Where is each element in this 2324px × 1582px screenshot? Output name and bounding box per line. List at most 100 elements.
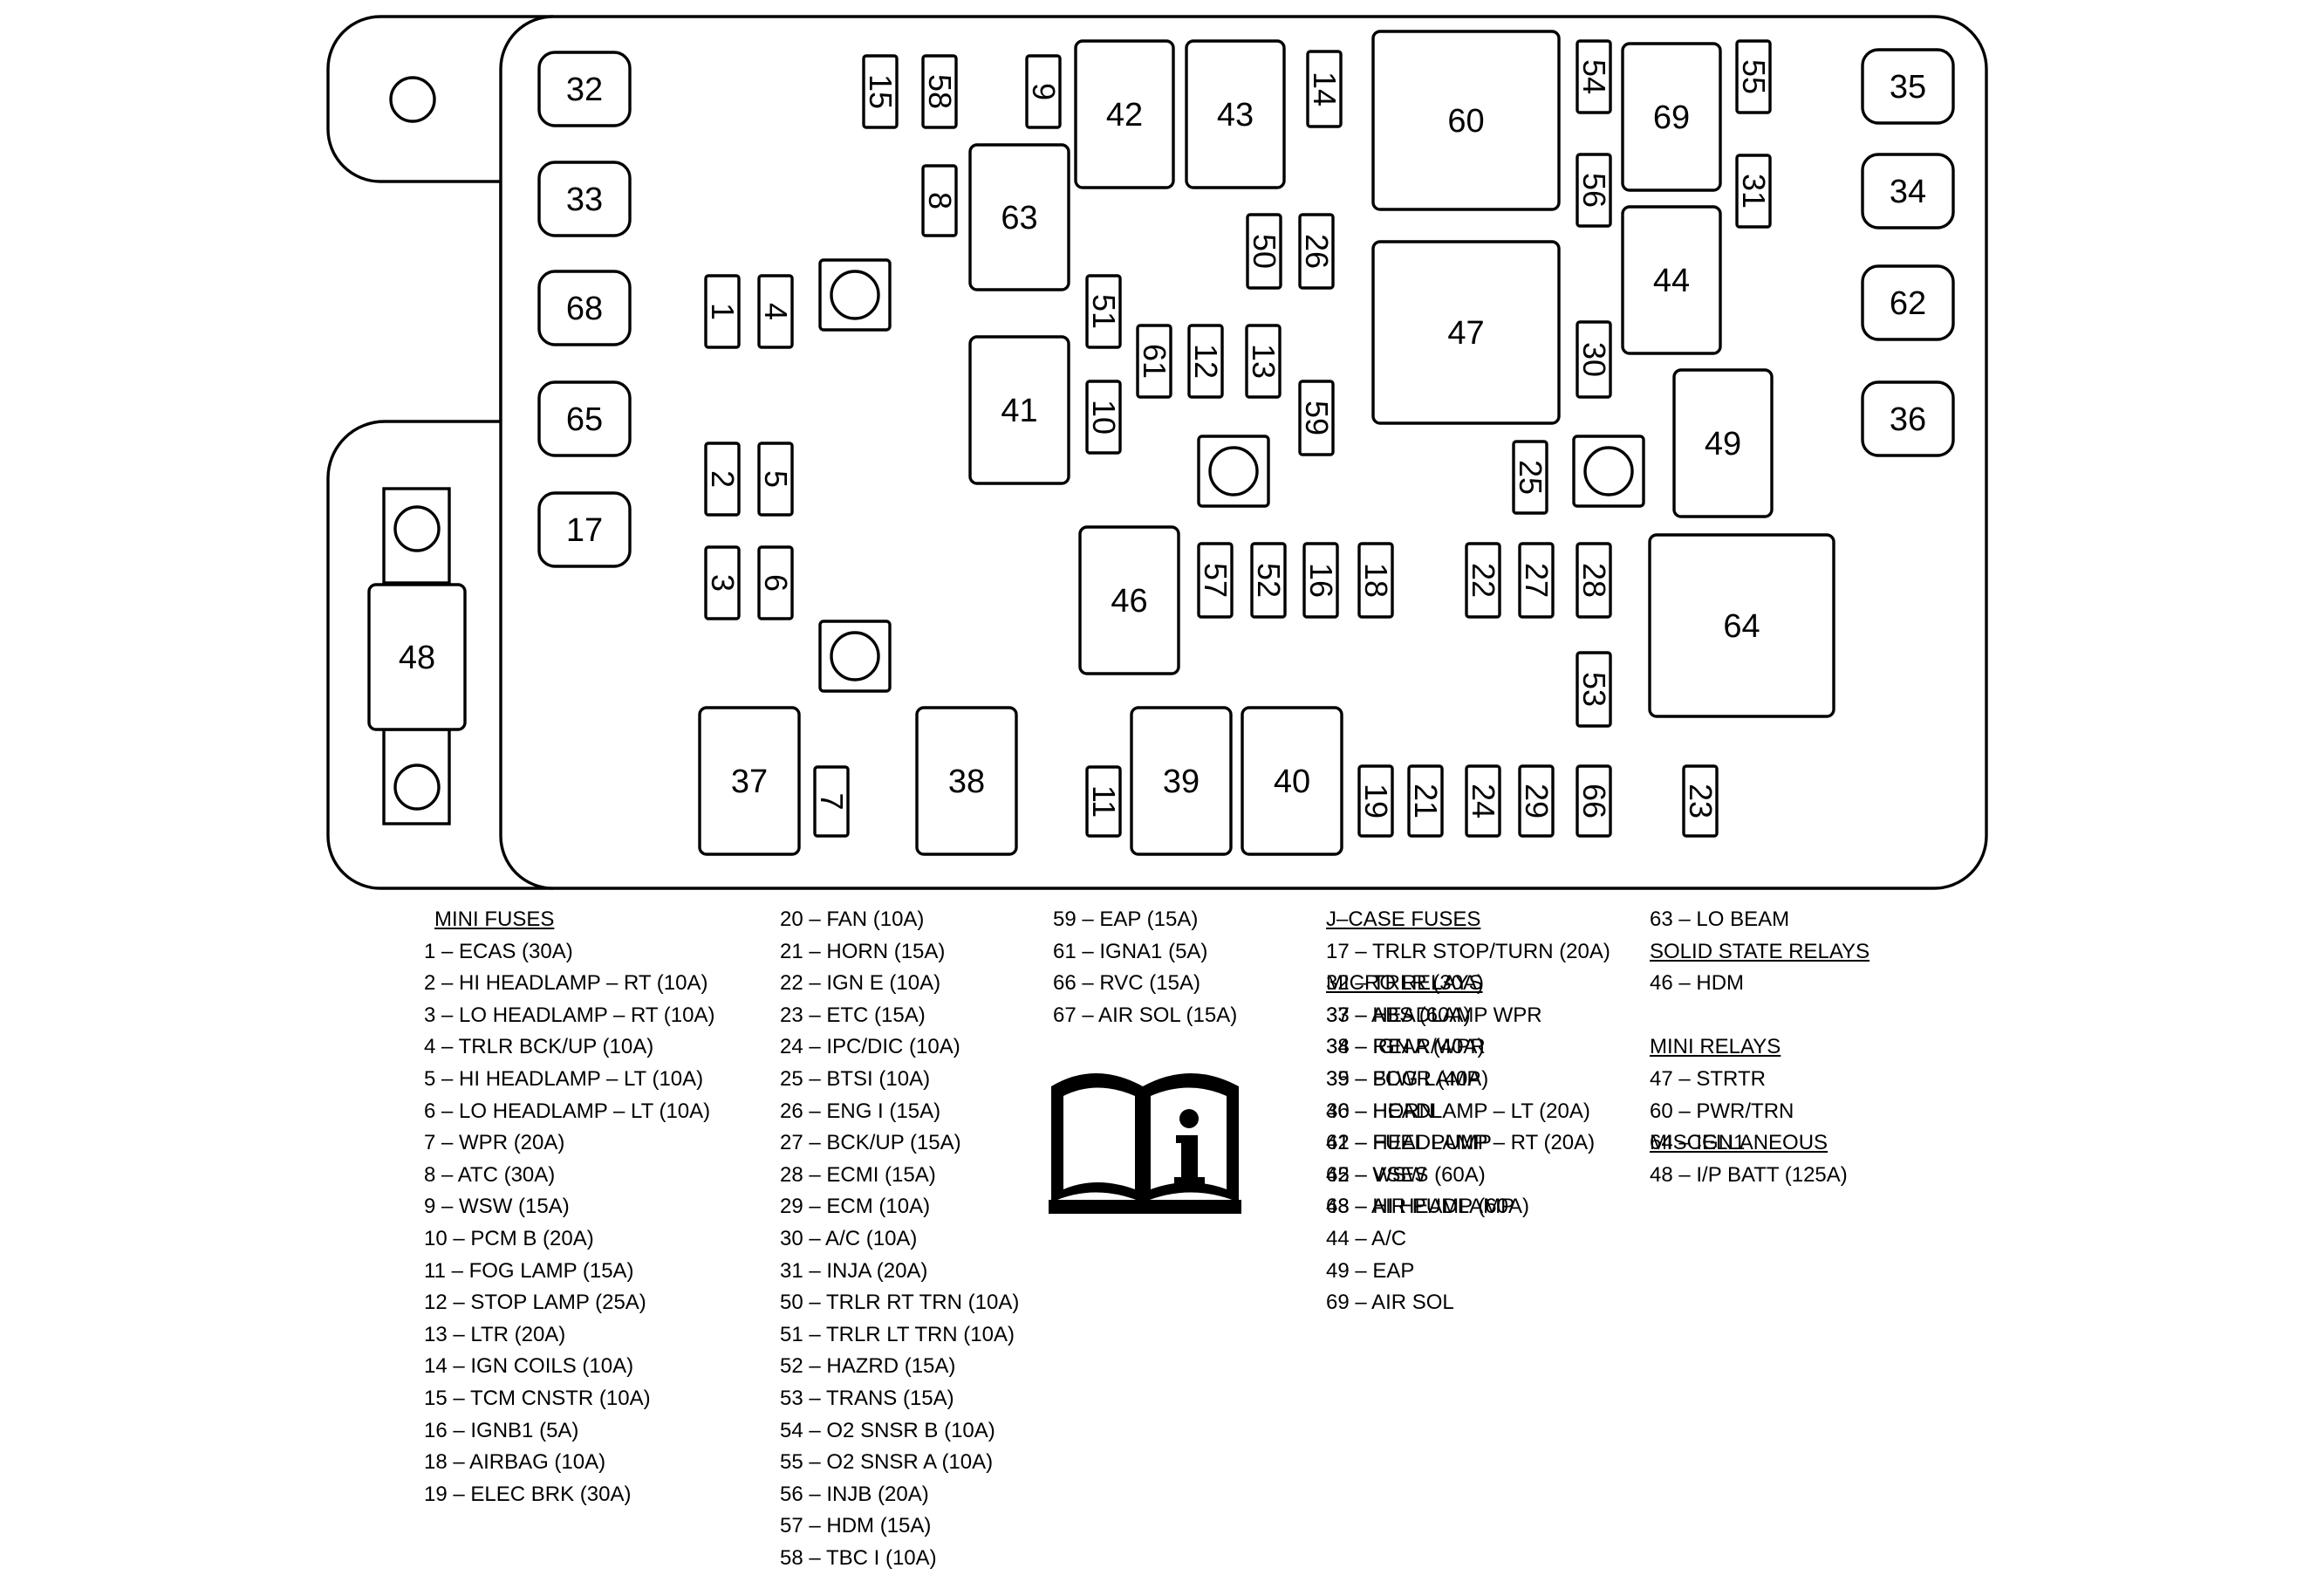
- mini-fuse-label-53: 53: [1576, 672, 1612, 707]
- fuse-label-32: 32: [566, 72, 603, 108]
- mini-fuse-label-24: 24: [1466, 784, 1501, 818]
- mini-fuse-28: [1576, 542, 1612, 619]
- fuse-36: [1861, 380, 1955, 457]
- legend-item: 68 – AIR PUMP (60A): [1326, 1195, 1529, 1219]
- mini-fuse-24: [1465, 764, 1501, 838]
- mini-fuse-label-9: 9: [1026, 83, 1062, 100]
- fuse-label-63: 63: [1001, 200, 1037, 236]
- legend-item: 61 – IGNA1 (5A): [1053, 939, 1208, 963]
- legend-item: 1 – ECAS (30A): [424, 939, 573, 963]
- bolt-hole: [830, 270, 880, 320]
- legend-item: 32 – TRLR (30A): [1326, 971, 1484, 996]
- mini-fuse-label-58: 58: [922, 74, 958, 109]
- fuse-label-64: 64: [1723, 608, 1760, 645]
- legend-item: 34 – IGN A (40A): [1326, 1035, 1485, 1059]
- mini-fuse-label-6: 6: [758, 574, 794, 592]
- mini-fuse-57: [1197, 542, 1234, 619]
- fuse-69: [1621, 42, 1722, 192]
- mini-fuse-59: [1298, 380, 1335, 456]
- mini-fuse-53: [1576, 651, 1612, 728]
- fuse-label-44: 44: [1653, 263, 1690, 299]
- mini-fuse-label-55: 55: [1736, 59, 1772, 94]
- mini-fuse-label-10: 10: [1086, 400, 1122, 435]
- mini-fuse-31: [1735, 154, 1772, 229]
- fuse-label-40: 40: [1274, 764, 1310, 800]
- mini-fuse-label-31: 31: [1736, 174, 1772, 209]
- legend-item: 18 – AIRBAG (10A): [424, 1450, 606, 1475]
- legend-item: 56 – INJB (20A): [780, 1482, 929, 1506]
- mini-fuse-label-16: 16: [1303, 563, 1339, 598]
- mini-fuse-label-15: 15: [863, 74, 899, 109]
- legend-jcase-fuses-micro-relays: J–CASE FUSES 17 – TRLR STOP/TURN (20A) 32…: [1326, 904, 1610, 1314]
- mini-fuse-14: [1306, 50, 1343, 128]
- fuse-label-46: 46: [1111, 583, 1147, 620]
- legend-fuses-20-58: 20 – FAN (10A)21 – HORN (15A)22 – IGN E …: [780, 904, 1019, 1570]
- mini-fuse-30: [1576, 320, 1612, 399]
- fuse-label-68: 68: [566, 291, 603, 327]
- fuse-label-34: 34: [1890, 174, 1926, 210]
- fuse-62: [1861, 264, 1955, 341]
- fuse-label-35: 35: [1890, 69, 1926, 106]
- mini-fuse-4: [757, 274, 794, 349]
- mini-fuse-label-13: 13: [1246, 344, 1282, 379]
- fuse-label-43: 43: [1217, 97, 1254, 134]
- fuse-41: [968, 335, 1070, 485]
- mini-fuse-label-14: 14: [1307, 72, 1343, 106]
- fuse-label-65: 65: [566, 401, 603, 438]
- mini-fuse-label-51: 51: [1086, 294, 1122, 329]
- legend-item: 9 – WSW (15A): [424, 1195, 570, 1219]
- legend-item: 42 – WSW: [1326, 1162, 1426, 1187]
- mini-fuse-6: [757, 545, 794, 620]
- legend-item: 66 – RVC (15A): [1053, 971, 1200, 996]
- fuse-label-39: 39: [1163, 764, 1200, 800]
- mini-fuse-3: [704, 545, 741, 620]
- mini-fuse-label-50: 50: [1247, 234, 1282, 269]
- legend-item: 69 – AIR SOL: [1326, 1291, 1454, 1315]
- fuse-label-48: 48: [399, 640, 435, 676]
- bolt-socket: [1197, 435, 1270, 508]
- legend-heading-mini-relays: MINI RELAYS: [1650, 1035, 1781, 1059]
- mini-fuse-51: [1085, 274, 1122, 349]
- fuse-65: [537, 380, 632, 457]
- fuse-48: [367, 583, 467, 731]
- fuse-label-42: 42: [1106, 97, 1143, 134]
- mini-fuse-label-56: 56: [1576, 173, 1612, 208]
- legend-item: 19 – ELEC BRK (30A): [424, 1482, 632, 1506]
- legend-item: 49 – EAP: [1326, 1258, 1415, 1283]
- fuse-label-41: 41: [1001, 393, 1037, 429]
- legend-item: 50 – TRLR RT TRN (10A): [780, 1291, 1020, 1315]
- mini-fuse-label-28: 28: [1576, 563, 1612, 598]
- legend-item: 11 – FOG LAMP (15A): [424, 1258, 634, 1283]
- legend-item: 16 – IGNB1 (5A): [424, 1418, 579, 1442]
- housing-outline: [326, 15, 1988, 890]
- legend-heading-jcase-fuses: J–CASE FUSES: [1326, 907, 1481, 931]
- legend-item: 41 – FUEL PUMP: [1326, 1131, 1492, 1155]
- fuse-63: [968, 143, 1070, 291]
- fuse-48-bolt-bottom: [393, 764, 441, 811]
- mini-fuse-25: [1512, 440, 1548, 515]
- fuse-40: [1241, 706, 1343, 856]
- mini-fuse-label-21: 21: [1408, 784, 1444, 818]
- fuse-38: [915, 706, 1018, 856]
- legend-item: 17 – TRLR STOP/TURN (20A): [1326, 939, 1610, 963]
- mini-fuse-label-4: 4: [758, 303, 794, 320]
- legend-item: 10 – PCM B (20A): [424, 1226, 594, 1250]
- fuse-60: [1371, 30, 1561, 211]
- legend-item: 64 – IGN1: [1650, 1131, 1746, 1155]
- mini-fuse-label-25: 25: [1513, 460, 1548, 495]
- mini-fuse-label-22: 22: [1466, 563, 1501, 598]
- mini-fuse-54: [1576, 39, 1612, 114]
- fuse-42: [1074, 39, 1175, 189]
- mini-fuse-23: [1682, 764, 1719, 838]
- mini-fuse-2: [704, 442, 741, 517]
- mini-fuse-1: [704, 274, 741, 349]
- mini-fuse-label-54: 54: [1576, 59, 1612, 94]
- bolt-hole: [830, 631, 880, 681]
- fuse-49: [1672, 368, 1774, 518]
- mini-fuse-label-3: 3: [705, 574, 741, 592]
- mini-fuse-21: [1407, 764, 1444, 838]
- legend-item: 65 – VSES (60A): [1326, 1162, 1486, 1187]
- mini-fuse-label-27: 27: [1519, 563, 1555, 598]
- fuse-33: [537, 161, 632, 237]
